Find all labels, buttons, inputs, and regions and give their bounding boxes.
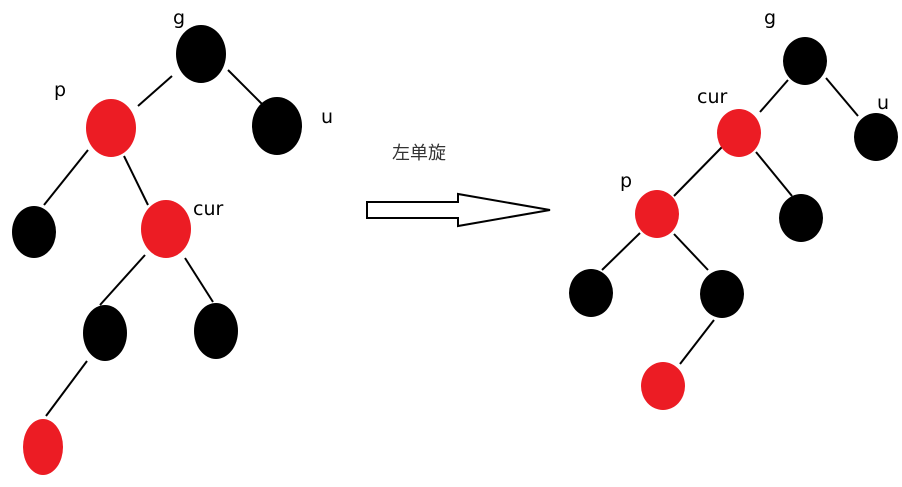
before-label-g: g xyxy=(173,7,185,29)
before-label-u: u xyxy=(321,106,333,128)
after-node-p-right-left xyxy=(641,362,685,410)
after-edge-cur-right xyxy=(755,151,793,197)
right-arrow-icon xyxy=(366,192,551,228)
before-node-p-left xyxy=(12,206,56,258)
rotation-arrow: 左单旋 xyxy=(366,143,551,228)
after-node-p-right xyxy=(700,270,744,318)
before-node-p xyxy=(86,99,136,157)
after-edge-cur-p xyxy=(673,146,723,197)
before-edge-cur-curleft xyxy=(99,254,146,306)
before-edge-g-u xyxy=(227,69,263,105)
before-node-cur-right xyxy=(194,303,238,359)
after-edge-p-left xyxy=(601,232,641,271)
before-edge-p-cur xyxy=(123,155,149,206)
before-edge-cur-curright xyxy=(184,257,214,303)
before-node-cur-left-left xyxy=(23,419,63,475)
before-edge-p-pleft xyxy=(43,149,89,206)
after-node-cur-right xyxy=(779,194,823,242)
after-node-p xyxy=(635,190,679,238)
before-label-cur: cur xyxy=(193,198,223,220)
after-edge-p-right xyxy=(673,233,709,271)
before-tree: g p u cur xyxy=(12,7,333,475)
after-node-cur xyxy=(717,109,761,157)
after-label-p: p xyxy=(620,170,632,192)
before-edge-g-p xyxy=(137,75,173,107)
before-node-u xyxy=(252,97,302,155)
before-node-g xyxy=(176,25,226,83)
before-edge-curleft-leaf xyxy=(45,360,88,417)
rotation-caption: 左单旋 xyxy=(392,143,446,164)
after-node-g xyxy=(783,37,827,85)
before-node-cur xyxy=(141,200,191,258)
after-node-u xyxy=(854,113,898,161)
before-node-cur-left xyxy=(83,305,127,361)
after-edge-g-cur xyxy=(759,79,789,113)
after-edge-g-u xyxy=(825,77,859,117)
after-label-g: g xyxy=(764,7,776,29)
after-node-p-left xyxy=(569,269,613,317)
before-label-p: p xyxy=(54,79,66,101)
after-label-cur: cur xyxy=(697,86,727,108)
after-edge-pright-leaf xyxy=(679,319,715,365)
after-tree: g cur u p xyxy=(569,7,898,410)
after-label-u: u xyxy=(877,92,889,114)
